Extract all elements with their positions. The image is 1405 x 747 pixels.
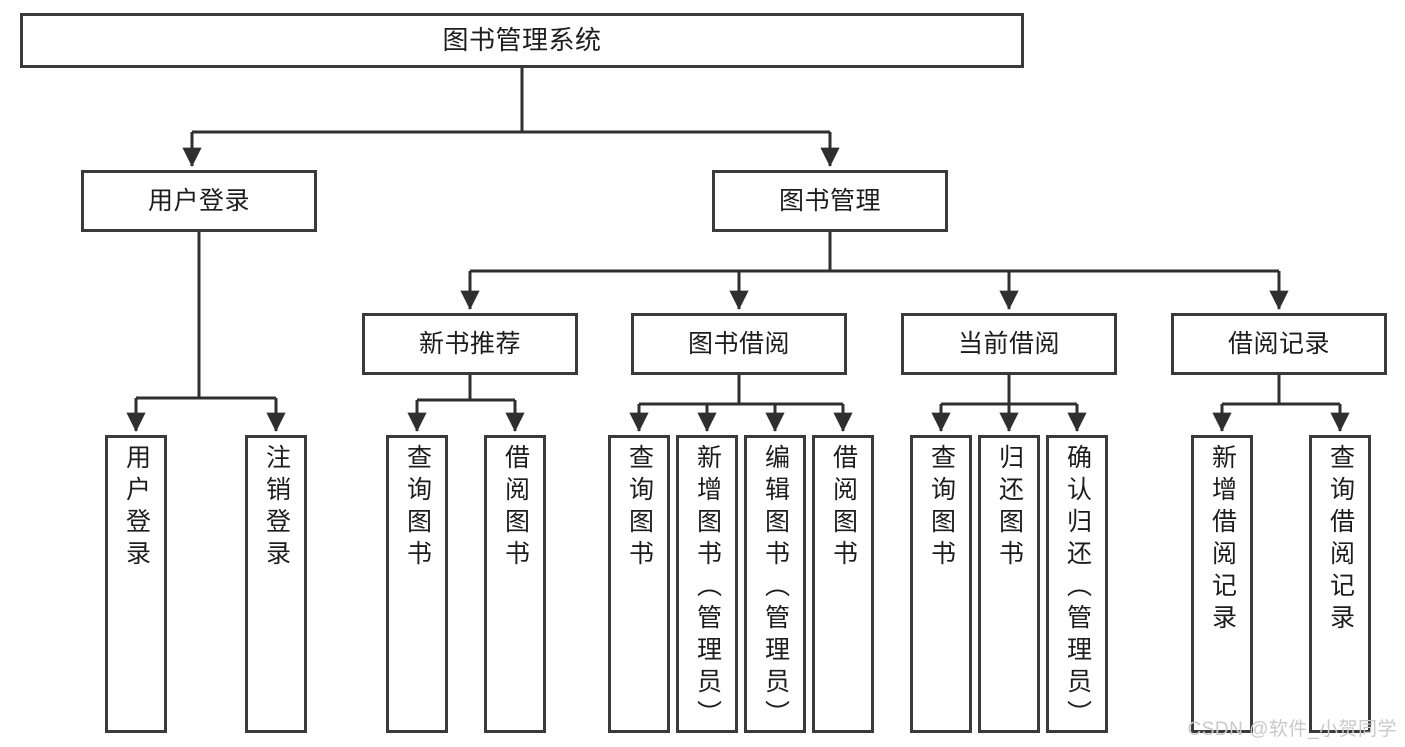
node-label: 新增借阅记录 [1208,444,1237,636]
leaf-borrow-book-new[interactable]: 借阅图书 [484,435,546,733]
leaf-confirm-return-admin[interactable]: 确认归还（管理员） [1046,435,1108,733]
node-label: 查询图书 [403,444,432,572]
leaf-search-book-current[interactable]: 查询图书 [910,435,972,733]
leaf-edit-book-admin[interactable]: 编辑图书（管理员） [744,435,806,733]
leaf-add-borrow-record[interactable]: 新增借阅记录 [1191,435,1253,733]
node-book-borrow[interactable]: 图书借阅 [631,313,847,375]
node-root-book-management-system[interactable]: 图书管理系统 [20,13,1024,68]
leaf-return-book[interactable]: 归还图书 [978,435,1040,733]
node-label: 当前借阅 [957,329,1060,358]
node-label: 借阅图书 [501,444,530,572]
leaf-logout[interactable]: 注销登录 [245,435,307,733]
node-label: 图书管理 [778,186,881,215]
node-book-management[interactable]: 图书管理 [712,170,948,232]
leaf-add-book-admin[interactable]: 新增图书（管理员） [676,435,738,733]
node-label: 查询图书 [927,444,956,572]
node-label: 借阅图书 [829,444,858,572]
node-label: 图书借阅 [687,329,790,358]
node-label: 查询借阅记录 [1326,444,1355,636]
node-current-borrow[interactable]: 当前借阅 [901,313,1117,375]
leaf-search-book-borrow[interactable]: 查询图书 [608,435,670,733]
node-label: 新书推荐 [418,329,521,358]
node-label: 查询图书 [625,444,654,572]
leaf-search-book-new[interactable]: 查询图书 [386,435,448,733]
leaf-user-login[interactable]: 用户登录 [105,435,167,733]
node-label: 新增图书（管理员） [693,444,722,732]
node-user-login[interactable]: 用户登录 [81,170,317,232]
node-label: 借阅记录 [1227,329,1330,358]
node-label: 用户登录 [147,186,250,215]
node-label: 归还图书 [995,444,1024,572]
node-label: 编辑图书（管理员） [761,444,790,732]
node-label: 注销登录 [262,444,291,572]
leaf-borrow-book[interactable]: 借阅图书 [812,435,874,733]
node-label: 确认归还（管理员） [1063,444,1092,732]
node-new-book-recommend[interactable]: 新书推荐 [362,313,578,375]
node-label: 图书管理系统 [442,24,602,55]
watermark: CSDN @软件_小贺同学 [1187,719,1397,740]
leaf-search-borrow-record[interactable]: 查询借阅记录 [1309,435,1371,733]
node-borrow-record[interactable]: 借阅记录 [1171,313,1387,375]
node-label: 用户登录 [122,444,151,572]
